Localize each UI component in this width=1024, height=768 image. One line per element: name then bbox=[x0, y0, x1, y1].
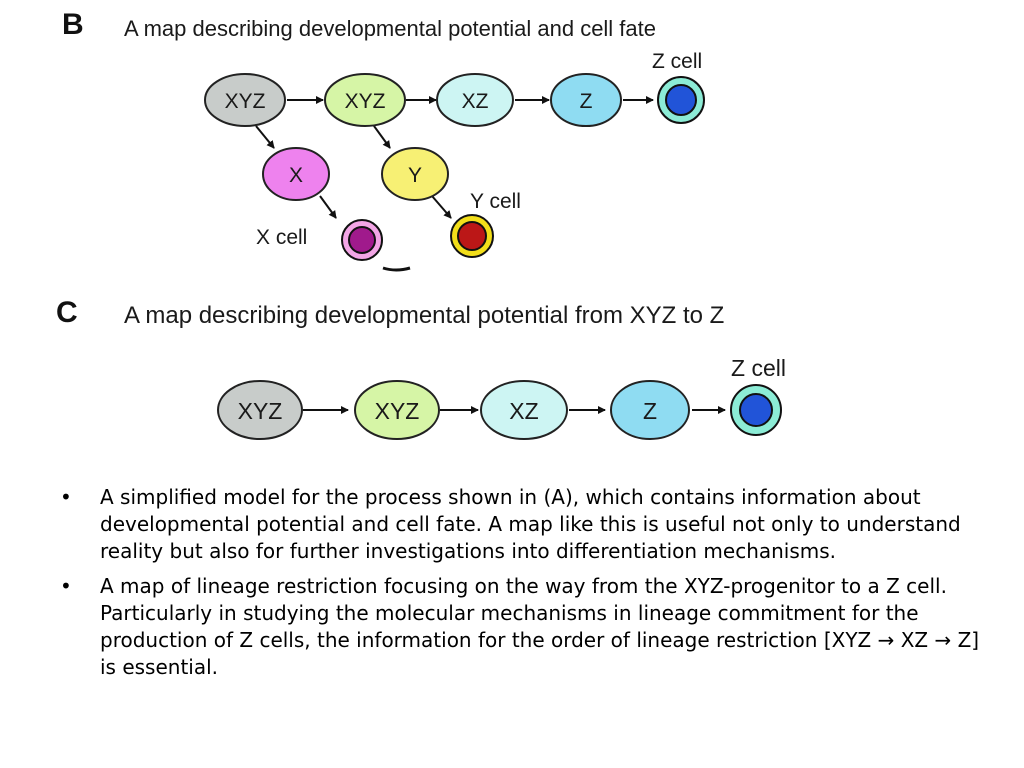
y-cell-icon bbox=[450, 214, 494, 258]
panel-c-title: A map describing developmental potential… bbox=[124, 302, 725, 329]
arrow-xyz-to-y bbox=[373, 125, 391, 149]
panel-b-title: A map describing developmental potential… bbox=[124, 16, 657, 41]
node-x-label: X bbox=[289, 164, 303, 187]
bullet-item: • A simplified model for the process sho… bbox=[60, 484, 980, 565]
node-c-z bbox=[610, 380, 690, 440]
node-xyz-intermediate bbox=[324, 73, 406, 127]
arrow-xyz-to-x bbox=[255, 125, 275, 149]
node-xyz-progenitor bbox=[204, 73, 286, 127]
bullet-item: • A map of lineage restriction focusing … bbox=[60, 573, 980, 681]
arrow-y-to-y-cell bbox=[431, 195, 452, 219]
node-c-z-label: Z bbox=[643, 398, 657, 424]
node-xz bbox=[436, 73, 514, 127]
x-cell-label: X cell bbox=[256, 226, 307, 249]
node-z-label: Z bbox=[580, 90, 593, 113]
z-cell-icon bbox=[657, 76, 705, 124]
node-xyz-intermediate-label: XYZ bbox=[345, 90, 386, 113]
node-xyz-progenitor-label: XYZ bbox=[225, 90, 266, 113]
node-y-label: Y bbox=[408, 164, 422, 187]
bullet-text: A simplified model for the process shown… bbox=[100, 485, 961, 563]
panel-b-label: B bbox=[62, 8, 84, 41]
z-cell-label: Z cell bbox=[652, 50, 702, 73]
lineage-diagram: XYZ XYZ XZ Z X Y Z cell X cell Y cell bbox=[204, 50, 786, 440]
bullet-list: • A simplified model for the process sho… bbox=[60, 484, 980, 689]
node-x bbox=[262, 147, 330, 201]
y-cell-label: Y cell bbox=[470, 190, 521, 213]
node-c-xz bbox=[480, 380, 568, 440]
node-xz-label: XZ bbox=[462, 90, 489, 113]
bullet-marker: • bbox=[60, 485, 72, 509]
panel-c-label: C bbox=[56, 296, 78, 329]
bullet-text: A map of lineage restriction focusing on… bbox=[100, 574, 980, 679]
panel-c-diagram: XYZ XYZ XZ Z Z cell bbox=[217, 355, 786, 440]
node-c-xz-label: XZ bbox=[509, 398, 538, 424]
node-c-xyz-progenitor-label: XYZ bbox=[238, 398, 283, 424]
bullet-marker: • bbox=[60, 574, 72, 598]
z-cell-label-c: Z cell bbox=[731, 355, 786, 381]
panel-b-diagram: XYZ XYZ XZ Z X Y Z cell X cell Y cell bbox=[204, 50, 705, 272]
node-c-xyz-intermediate bbox=[354, 380, 440, 440]
z-cell-icon-c bbox=[730, 384, 782, 436]
node-z bbox=[550, 73, 622, 127]
node-y bbox=[381, 147, 449, 201]
arrow-x-to-x-cell bbox=[319, 195, 337, 219]
node-c-xyz-intermediate-label: XYZ bbox=[375, 398, 420, 424]
node-c-xyz-progenitor bbox=[217, 380, 303, 440]
x-cell-icon bbox=[341, 219, 383, 261]
crop-mark bbox=[382, 266, 411, 272]
